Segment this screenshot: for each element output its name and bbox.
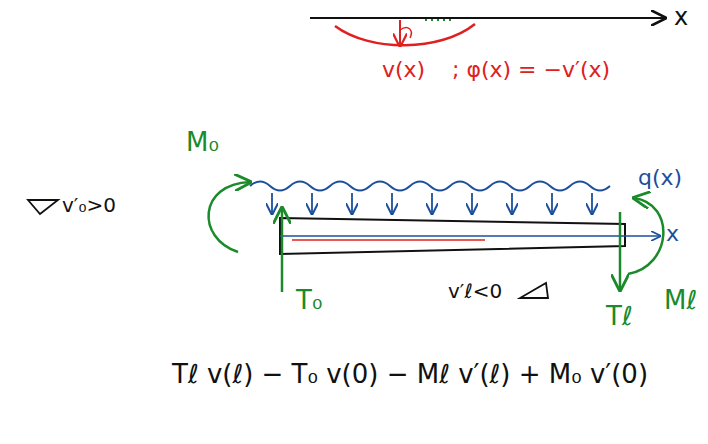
deflection-label: v(x) [382,58,425,82]
force-arrow [619,212,622,290]
load-label: q(x) [638,166,682,190]
axis-line [310,17,665,19]
load-arrow [271,193,273,214]
force-label: Tℓ [606,302,633,331]
moment-arrow [209,182,250,252]
axis-label: x [674,4,688,30]
force-label: T₀ [296,286,322,315]
deflection-curve [335,24,475,45]
red-mark [292,239,485,241]
slope-note: v′ℓ<0 [448,280,502,302]
slope-symbol [520,283,548,298]
moment-label: M₀ [186,128,219,157]
load-arrow [511,193,513,214]
load-arrow [471,193,473,214]
axis-label: x [666,222,679,246]
force-arrow [281,208,284,292]
load-arrow [311,193,313,214]
deflection-hook [400,28,411,38]
load-wave [250,182,610,191]
load-arrow [391,193,393,214]
load-arrow [351,193,353,214]
load-arrows [272,193,592,214]
beam-axis [280,235,660,237]
moment-arrow [628,198,663,274]
rotation-note: ; φ(x) = −v′(x) [452,58,610,82]
slope-note: v′₀>0 [62,194,116,216]
load-arrow [551,193,553,214]
deflection-arrow [399,20,401,46]
energy-expression: Tℓ v(ℓ) − T₀ v(0) − Mℓ v′(ℓ) + M₀ v′(0) [172,360,648,389]
dotted-mark [425,19,455,21]
load-arrow [431,193,433,214]
slope-symbol [28,200,58,214]
load-arrow [591,193,593,214]
moment-label: Mℓ [664,286,697,315]
